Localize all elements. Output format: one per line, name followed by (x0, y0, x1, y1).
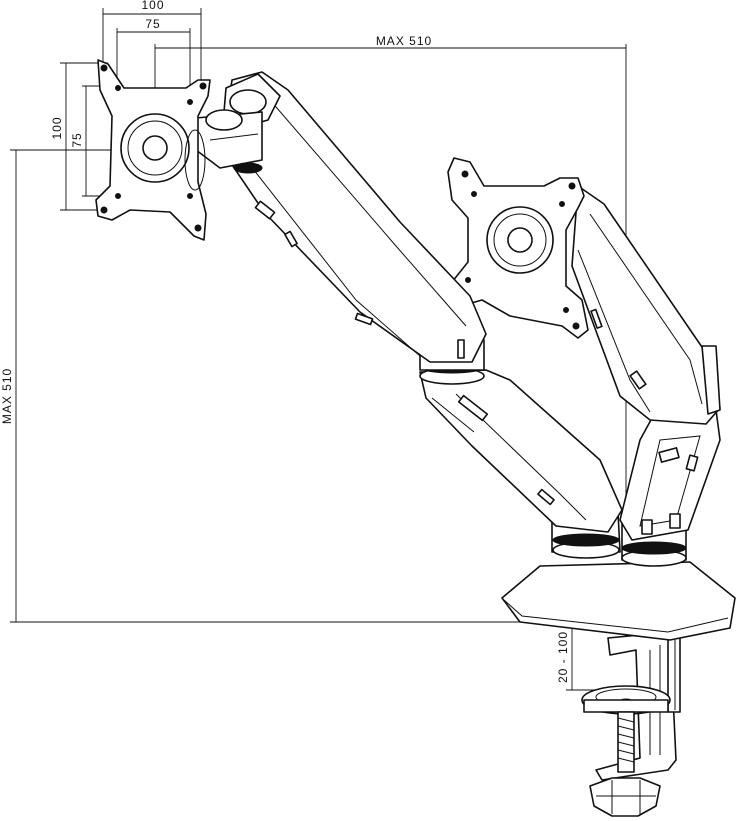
dimension-max-reach: MAX 510 (376, 34, 432, 48)
right-arm (571, 185, 721, 541)
dimension-width-75: 75 (145, 17, 160, 31)
dimension-clamp-range: 20 - 100 (556, 631, 570, 683)
dimension-max-height: MAX 510 (0, 368, 14, 424)
dimension-width-100: 100 (141, 0, 164, 12)
base-plate (501, 561, 736, 641)
dimension-height-75: 75 (70, 132, 84, 147)
dimension-height-100: 100 (50, 116, 64, 139)
left-arm-lower (419, 339, 623, 533)
left-vesa-plate (95, 59, 211, 241)
clamp-screw (617, 711, 635, 773)
right-vesa-plate (447, 157, 589, 339)
desk-clamp (581, 631, 681, 817)
left-arm-upper (195, 71, 487, 363)
